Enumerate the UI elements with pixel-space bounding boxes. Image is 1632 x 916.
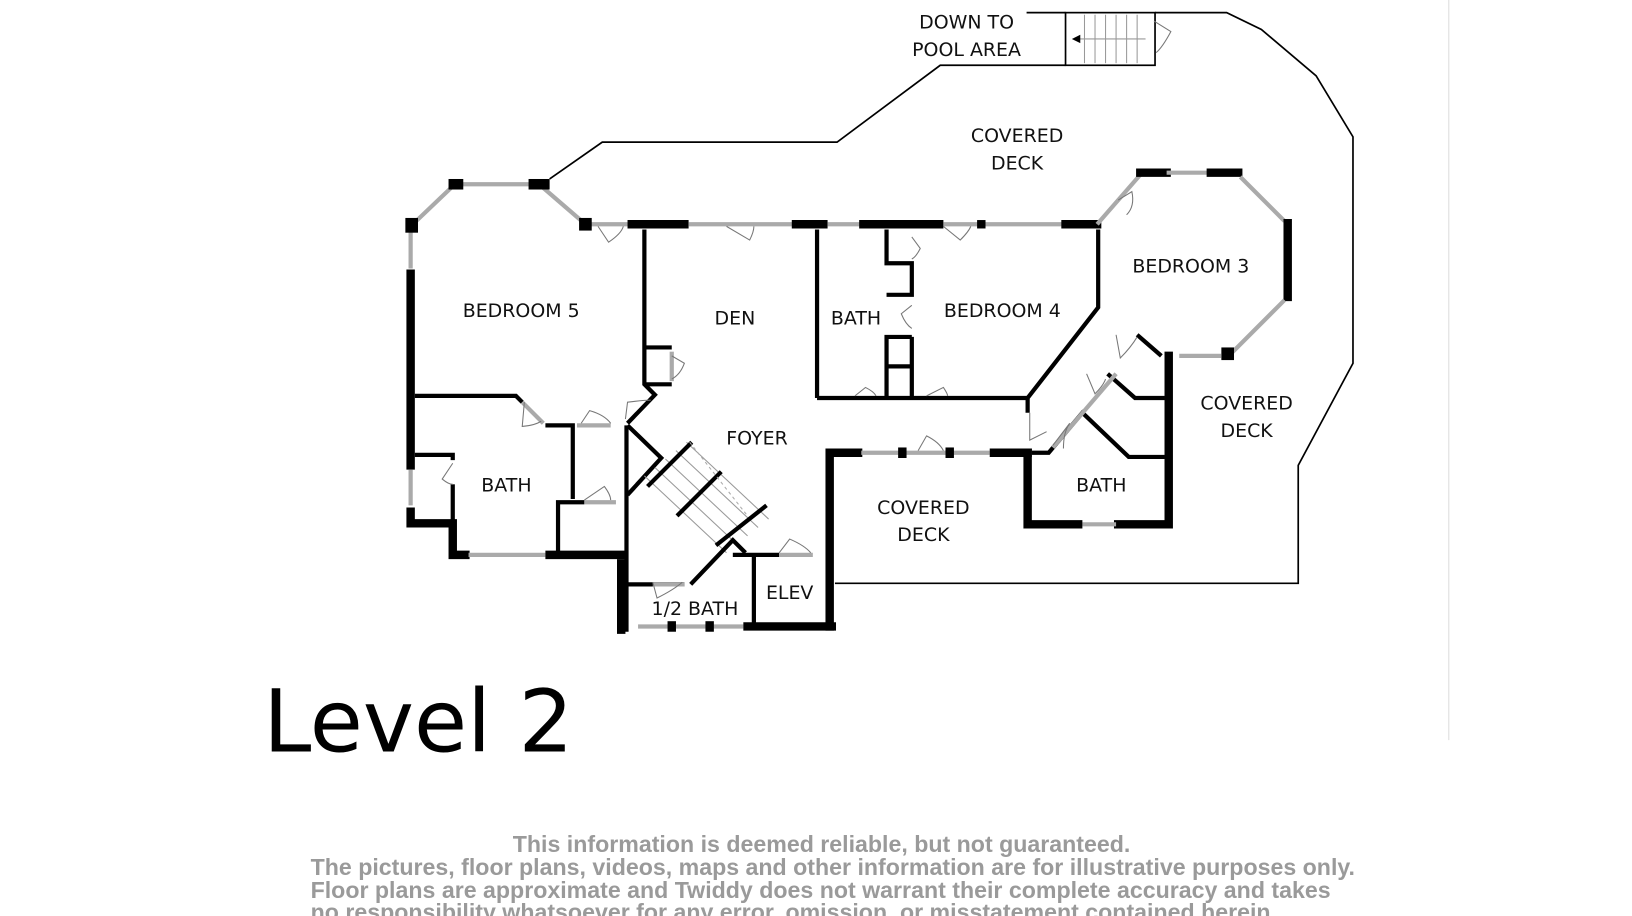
label-bath-b5: BATH [481,475,531,497]
disclaimer-line-2: The pictures, floor plans, videos, maps … [311,854,1355,880]
deck-outline [549,64,1066,180]
label-den: DEN [715,307,756,329]
disclaimer-line-4: no responsibility whatsoever for any err… [311,899,1277,916]
label-foyer: FOYER [726,427,787,449]
pool-stairs [1064,11,1156,67]
label-bedroom4: BEDROOM 4 [944,300,1061,322]
label-elev: ELEV [766,582,813,604]
level-title: Level 2 [263,673,573,773]
disclaimer-line-1: This information is deemed reliable, but… [513,831,1131,857]
bedroom5-walls [405,178,645,560]
bedroom3-walls [1023,168,1292,529]
deck-outline-right [834,11,1354,585]
label-covered-deck-right-2: DECK [1221,420,1274,442]
label-covered-deck-mid-2: DECK [897,524,950,546]
label-covered-deck-top: COVERED [971,125,1063,147]
disclaimer-line-3: Floor plans are approximate and Twiddy d… [311,877,1331,903]
label-pool-area: POOL AREA [912,39,1021,61]
den-walls [624,220,1102,632]
label-bedroom3: BEDROOM 3 [1132,256,1249,278]
disclaimer: This information is deemed reliable, but… [311,831,1355,916]
label-half-bath: 1/2 BATH [652,598,739,620]
door-swings [441,20,1172,599]
label-bedroom5: BEDROOM 5 [463,300,580,322]
label-covered-deck-top-2: DECK [991,153,1044,175]
half-bath-walls [617,447,1032,634]
label-covered-deck-mid: COVERED [877,497,969,519]
label-bath-b4: BATH [831,307,881,329]
label-covered-deck-right: COVERED [1200,393,1292,415]
label-bath-b3: BATH [1076,475,1126,497]
label-down-to-pool: DOWN TO [919,11,1014,33]
bedroom4-walls [884,229,1101,413]
foyer-stairs [644,440,769,586]
